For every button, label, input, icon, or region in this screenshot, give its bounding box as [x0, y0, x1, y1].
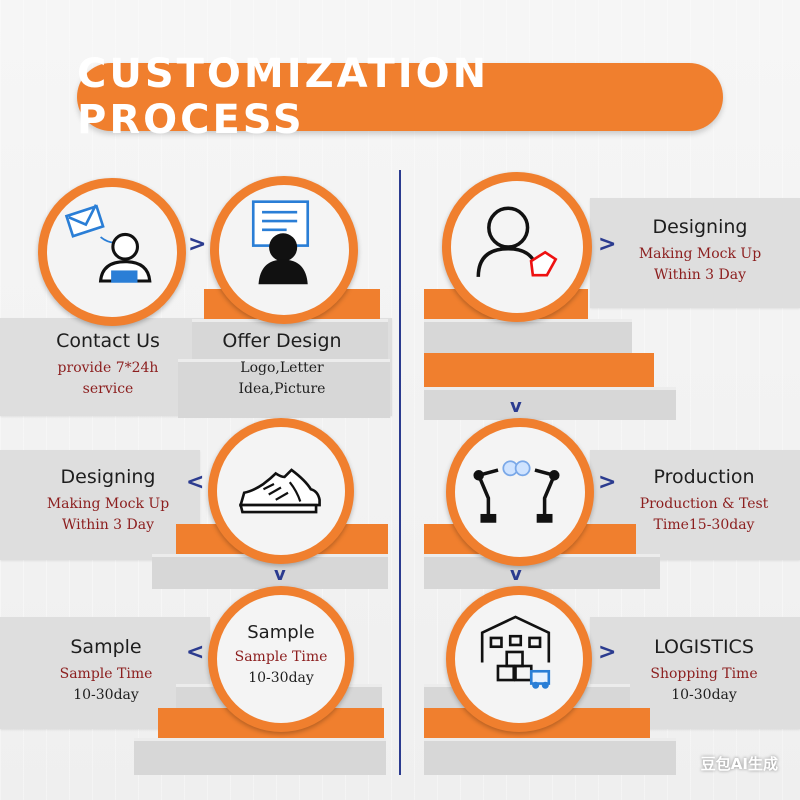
- arrow-left: <: [186, 640, 205, 665]
- step-block: [424, 319, 632, 356]
- step-line1: Logo,Letter: [240, 360, 324, 376]
- step-sample-circle-label: Sample Sample Time 10-30day: [212, 622, 350, 689]
- designer-circle: [442, 172, 592, 322]
- step-title: Offer Design: [222, 330, 342, 352]
- sneaker-circle: [208, 418, 354, 564]
- title-banner: CUSTOMIZATION PROCESS: [77, 51, 723, 143]
- robot-arms-icon: [473, 460, 560, 523]
- logistics-circle: [446, 586, 592, 732]
- step-line1: Shopping Time: [650, 666, 758, 682]
- arrow-left: <: [186, 470, 205, 495]
- step-block: [424, 387, 676, 420]
- arrow-down: v: [510, 396, 522, 417]
- step-line2: Within 3 Day: [653, 267, 747, 283]
- arrow-right: >: [188, 232, 207, 257]
- step-block: [178, 359, 390, 418]
- step-production-label: Production Production & Test Time15-30da…: [618, 466, 790, 536]
- page-title: CUSTOMIZATION PROCESS: [77, 51, 490, 143]
- step-line1: provide 7*24h: [57, 360, 159, 376]
- step-title: Designing: [652, 216, 748, 238]
- arrow-down: v: [274, 564, 286, 585]
- step-logistics-label: LOGISTICS Shopping Time 10-30day: [618, 636, 790, 706]
- design-monitor-user-icon: [251, 200, 310, 285]
- row1-right-panel: [590, 198, 800, 308]
- sneaker-icon: [238, 468, 321, 514]
- designer-user-tag-icon: [476, 206, 558, 277]
- arrow-right: >: [598, 232, 617, 257]
- step-title: Sample: [70, 636, 142, 658]
- step-line1: Sample Time: [59, 666, 153, 682]
- step-line1: Making Mock Up: [46, 496, 170, 512]
- watermark: 豆包AI生成: [700, 755, 778, 773]
- step-line1: Sample Time: [234, 649, 328, 665]
- step-line2: Within 3 Day: [61, 517, 155, 533]
- row2-left-panel: [0, 450, 200, 560]
- step-designing-right-label: Designing Making Mock Up Within 3 Day: [618, 216, 782, 286]
- arrow-down: v: [510, 564, 522, 585]
- warehouse-truck-icon: [480, 615, 551, 689]
- step-line2: service: [82, 381, 134, 397]
- step-sample-left-label: Sample Sample Time 10-30day: [16, 636, 196, 706]
- offer-design-circle: [210, 176, 358, 324]
- arrow-right: >: [598, 640, 617, 665]
- step-title: Contact Us: [56, 330, 160, 352]
- step-title: Production: [653, 466, 755, 488]
- center-divider: [399, 170, 401, 775]
- step-line1: Making Mock Up: [638, 246, 762, 262]
- step-line2: Idea,Picture: [238, 381, 326, 397]
- step-title: LOGISTICS: [654, 636, 754, 658]
- step-title: Sample: [247, 622, 315, 643]
- contact-circle: [38, 178, 186, 326]
- step-contact-label: Contact Us provide 7*24h service: [18, 330, 198, 400]
- production-circle: [446, 418, 594, 566]
- step-designing-left-label: Designing Making Mock Up Within 3 Day: [18, 466, 198, 536]
- step-block-orange: [424, 353, 654, 387]
- step-line2: 10-30day: [671, 687, 737, 703]
- step-line2: 10-30day: [248, 670, 314, 686]
- step-block: [134, 738, 386, 775]
- step-offer-design-label: Offer Design Logo,Letter Idea,Picture: [196, 330, 368, 400]
- step-line1: Production & Test: [639, 496, 769, 512]
- step-title: Designing: [60, 466, 156, 488]
- arrow-right: >: [598, 470, 617, 495]
- step-block: [424, 738, 676, 775]
- contact-envelope-user-icon: [64, 204, 152, 283]
- step-line2: Time15-30day: [653, 517, 755, 533]
- sample-circle: [208, 586, 354, 732]
- step-line2: 10-30day: [73, 687, 139, 703]
